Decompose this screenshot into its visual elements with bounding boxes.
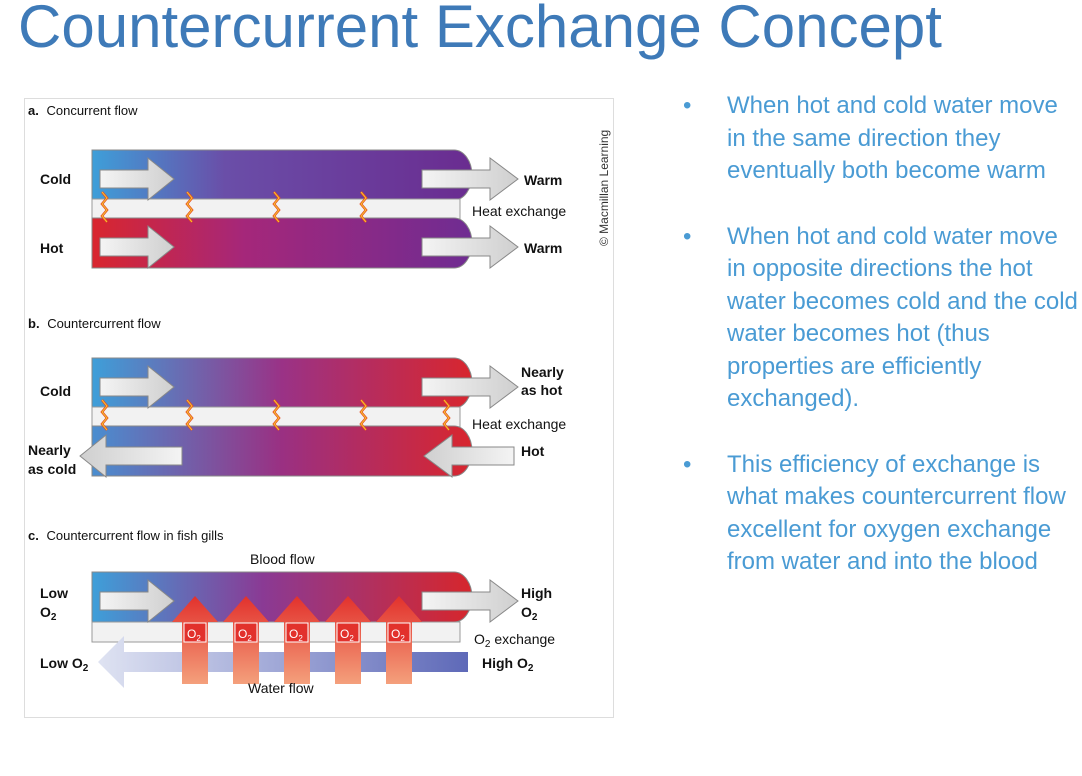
bullet-item: • When hot and cold water move in opposit… xyxy=(683,221,1078,416)
label-cold-in-b: Cold xyxy=(40,383,71,399)
label-water-flow: Water flow xyxy=(248,680,314,696)
svg-text:O2: O2 xyxy=(187,627,201,643)
low-o2-in-arrow xyxy=(99,578,175,624)
nearly-cold-out-arrow xyxy=(79,433,183,479)
label-low-o2-1: Low xyxy=(40,585,68,601)
label-nearly-cold-2: as cold xyxy=(28,461,76,477)
cold-in-arrow-b xyxy=(99,364,175,410)
slide-title: Countercurrent Exchange Concept xyxy=(18,0,942,60)
bullet-dot: • xyxy=(683,450,692,478)
o2-arrow-1: O2 xyxy=(172,596,218,684)
label-cold-in: Cold xyxy=(40,171,71,187)
label-warm-out-top: Warm xyxy=(524,172,562,188)
panel-c-title: Countercurrent flow in fish gills xyxy=(46,528,224,543)
bullet-list: • When hot and cold water move in the sam… xyxy=(683,90,1078,612)
label-low-o2-2: O2 xyxy=(40,604,57,623)
bullet-dot: • xyxy=(683,222,692,250)
panel-b-title: Countercurrent flow xyxy=(47,316,161,331)
label-water-high-o2: High O2 xyxy=(482,655,534,674)
hot-in-arrow-b xyxy=(423,434,515,478)
panel-concurrent-flow: a. Concurrent flow Cold Hot Warm Warm He… xyxy=(28,103,566,270)
water-flow-arrow xyxy=(98,636,468,688)
o2-arrow-3: O2 xyxy=(274,596,320,684)
svg-text:O2: O2 xyxy=(340,627,354,643)
bullet-item: • When hot and cold water move in the sam… xyxy=(683,90,1078,188)
label-hot-in: Hot xyxy=(40,240,64,256)
panel-fish-gills: c. Countercurrent flow in fish gills Blo… xyxy=(28,528,555,696)
label-high-o2-1: High xyxy=(521,585,552,601)
svg-text:c. Countercurrent flow i: c. Countercurrent flow in fish gills xyxy=(28,528,224,543)
o2-arrow-5: O2 xyxy=(376,596,422,684)
o2-arrows: O2 O2 O2 O2 O2 xyxy=(172,596,422,684)
copyright-credit: © Macmillan Learning xyxy=(597,130,611,246)
panel-c-letter: c. xyxy=(28,528,39,543)
svg-text:a. Concurrent flow: a. Concurrent flow xyxy=(28,103,138,118)
o2-arrow-4: O2 xyxy=(325,596,371,684)
svg-text:b. Countercurrent flow: b. Countercurrent flow xyxy=(28,316,161,331)
svg-text:O2: O2 xyxy=(238,627,252,643)
svg-text:O2: O2 xyxy=(391,627,405,643)
countercurrent-diagram: © Macmillan Learning a. Concurrent flow … xyxy=(24,98,614,718)
label-nearly-hot-1: Nearly xyxy=(521,364,564,380)
hot-in-arrow xyxy=(99,224,175,270)
bullet-text: When hot and cold water move in opposite… xyxy=(727,222,1078,413)
svg-text:O2: O2 xyxy=(289,627,303,643)
nearly-hot-out-arrow xyxy=(421,365,519,409)
panel-b-letter: b. xyxy=(28,316,40,331)
label-water-low-o2: Low O2 xyxy=(40,655,89,674)
panel-a-letter: a. xyxy=(28,103,39,118)
label-high-o2-2: O2 xyxy=(521,604,538,623)
warm-out-arrow-top xyxy=(421,157,519,201)
label-warm-out-bottom: Warm xyxy=(524,240,562,256)
label-o2-exchange: O2 exchange xyxy=(474,631,555,650)
bullet-text: This efficiency of exchange is what make… xyxy=(727,450,1066,576)
bullet-dot: • xyxy=(683,92,692,119)
label-nearly-cold-1: Nearly xyxy=(28,442,71,458)
bullet-text: When hot and cold water move in the same… xyxy=(727,92,1058,184)
panel-a-title: Concurrent flow xyxy=(46,103,138,118)
warm-out-arrow-bottom xyxy=(421,225,519,269)
bullet-item: • This efficiency of exchange is what mak… xyxy=(683,449,1078,579)
label-heat-exchange-a: Heat exchange xyxy=(472,203,566,219)
label-hot-in-b: Hot xyxy=(521,443,545,459)
o2-arrow-2: O2 xyxy=(223,596,269,684)
label-heat-exchange-b: Heat exchange xyxy=(472,416,566,432)
label-nearly-hot-2: as hot xyxy=(521,382,563,398)
high-o2-out-arrow xyxy=(421,579,519,623)
label-blood-flow: Blood flow xyxy=(250,551,315,567)
panel-countercurrent-flow: b. Countercurrent flow Cold Nearly as ho… xyxy=(28,316,566,479)
cold-in-arrow xyxy=(99,156,175,202)
